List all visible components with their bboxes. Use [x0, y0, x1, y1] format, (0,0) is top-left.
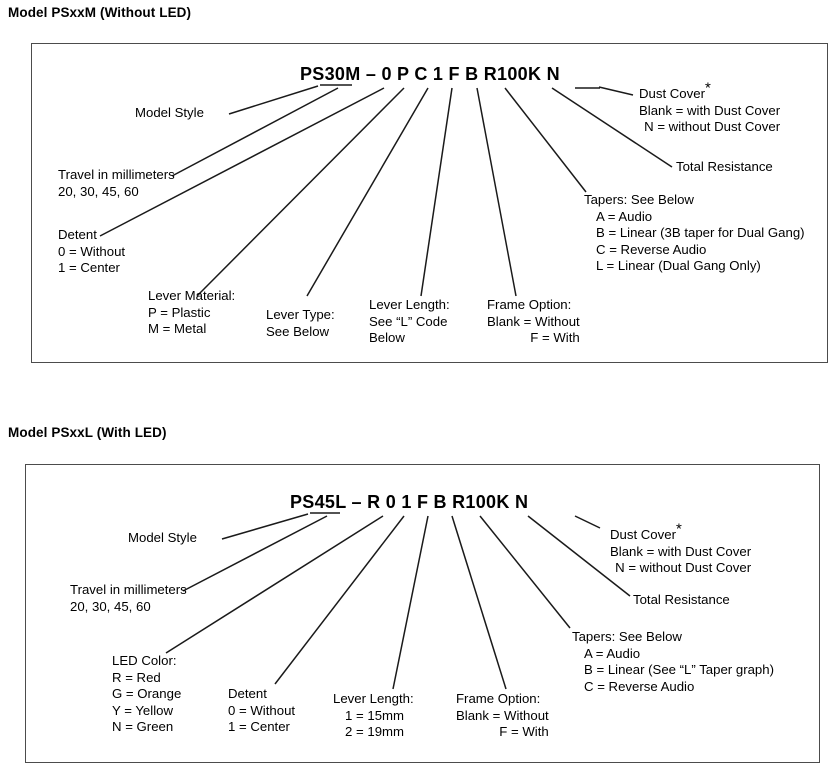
diagram1-title: Model PSxxM (Without LED) [8, 5, 192, 20]
label-option-1: A = Audio [584, 645, 641, 661]
diagram2-callout-travel: Travel in millimeters 20, 30, 45, 60 [70, 582, 187, 615]
label-option-1: Blank = Without [487, 313, 580, 329]
label-option-2: Below [369, 330, 405, 345]
diagram2-callout-tapers: Tapers: See Below A = Audio B = Linear (… [572, 629, 774, 695]
label-title: Frame Option: [487, 297, 572, 312]
label-option-2: 1 = Center [58, 260, 120, 275]
label-option-1: 0 = Without [228, 702, 296, 718]
label-title: Travel in millimeters [70, 582, 187, 597]
label-option-4: L = Linear (Dual Gang Only) [596, 258, 761, 273]
label-title: Lever Length: [333, 691, 414, 706]
label-title-row: Dust Cover* [610, 522, 751, 544]
diagram1-callout-tapers: Tapers: See Below A = Audio B = Linear (… [584, 192, 805, 275]
label-option-3: C = Reverse Audio [596, 241, 707, 257]
label-title: Tapers: See Below [584, 192, 694, 207]
diagram1-callout-detent: Detent 0 = Without 1 = Center [58, 227, 125, 277]
diagram2-callout-detent: Detent 0 = Without 1 = Center [228, 686, 295, 736]
label-title: LED Color: [112, 653, 177, 668]
label-text: Total Resistance [676, 159, 773, 174]
label-text: Model Style [135, 105, 204, 120]
label-title: Frame Option: [456, 691, 541, 706]
label-title: Detent [58, 227, 97, 242]
label-option-2: N = without Dust Cover [615, 560, 752, 575]
diagram1-callout-model-style: Model Style [135, 105, 204, 122]
diagram1-callout-lever-length: Lever Length: See “L” Code Below [369, 297, 450, 347]
footnote-asterisk-icon: * [704, 79, 711, 97]
diagram2-callout-led-color: LED Color: R = Red G = Orange Y = Yellow… [112, 653, 181, 736]
label-option-1: R = Red [112, 669, 161, 685]
label-values: 20, 30, 45, 60 [58, 183, 139, 199]
label-option-2: G = Orange [112, 686, 182, 701]
label-option-3: C = Reverse Audio [584, 678, 695, 694]
label-text: Total Resistance [633, 592, 730, 607]
label-values: 20, 30, 45, 60 [70, 598, 151, 614]
diagram1-part-number: PS30M – 0 P C 1 F B R100K N [300, 64, 560, 84]
label-text: Model Style [128, 530, 197, 545]
label-title: Dust Cover [610, 527, 676, 542]
label-option-2: F = With [499, 724, 549, 739]
label-title: Lever Material: [148, 288, 236, 303]
label-option-2: F = With [530, 330, 580, 345]
label-option-1: 1 = 15mm [345, 707, 405, 723]
label-option-1: A = Audio [596, 208, 653, 224]
diagram1-callout-frame-option: Frame Option: Blank = Without F = With [487, 297, 580, 347]
label-option-1: See Below [266, 323, 330, 339]
label-title: Dust Cover [639, 86, 705, 101]
diagram1-callout-lever-material: Lever Material: P = Plastic M = Metal [148, 288, 235, 338]
label-title: Detent [228, 686, 267, 701]
label-option-2: 2 = 19mm [345, 724, 405, 739]
diagram2-callout-total-resistance: Total Resistance [633, 592, 730, 609]
label-option-3: Y = Yellow [112, 702, 173, 718]
label-title: Lever Type: [266, 307, 335, 322]
label-option-2: 1 = Center [228, 719, 290, 734]
diagram2-callout-dust-cover: Dust Cover* Blank = with Dust Cover N = … [610, 522, 752, 577]
label-option-1: P = Plastic [148, 304, 211, 320]
diagram1-callout-lever-type: Lever Type: See Below [266, 307, 335, 340]
label-option-1: Blank = Without [456, 707, 549, 723]
label-option-2: N = without Dust Cover [644, 119, 781, 134]
label-title-row: Dust Cover* [639, 81, 780, 103]
label-option-2: B = Linear (3B taper for Dual Gang) [596, 225, 805, 240]
diagram1-callout-total-resistance: Total Resistance [676, 159, 773, 176]
label-option-4: N = Green [112, 719, 174, 734]
label-title: Tapers: See Below [572, 629, 682, 644]
label-option-1: 0 = Without [58, 243, 126, 259]
label-option-1: See “L” Code [369, 313, 448, 329]
label-option-2: M = Metal [148, 321, 207, 336]
label-option-1: Blank = with Dust Cover [639, 102, 781, 118]
diagram2-callout-model-style: Model Style [128, 530, 197, 547]
label-option-2: B = Linear (See “L” Taper graph) [584, 662, 774, 677]
diagram2-callout-frame-option: Frame Option: Blank = Without F = With [456, 691, 549, 741]
footnote-asterisk-icon: * [675, 520, 682, 538]
label-title: Lever Length: [369, 297, 450, 312]
diagram1-callout-dust-cover: Dust Cover* Blank = with Dust Cover N = … [639, 81, 781, 136]
diagram2-title: Model PSxxL (With LED) [8, 425, 167, 440]
diagram1-callout-travel: Travel in millimeters 20, 30, 45, 60 [58, 167, 175, 200]
diagram2-callout-lever-length: Lever Length: 1 = 15mm 2 = 19mm [333, 691, 414, 741]
label-title: Travel in millimeters [58, 167, 175, 182]
diagram2-part-number: PS45L – R 0 1 F B R100K N [290, 492, 529, 512]
label-option-1: Blank = with Dust Cover [610, 543, 752, 559]
